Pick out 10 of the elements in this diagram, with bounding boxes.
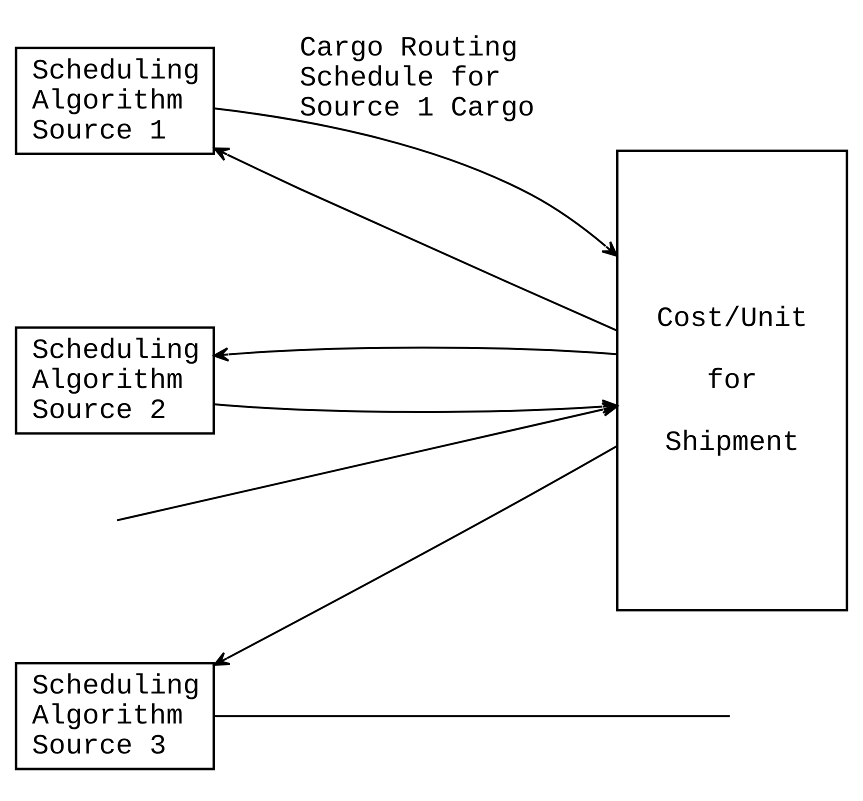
arrow [214, 444, 618, 666]
connector [214, 714, 730, 717]
arrow [214, 106, 618, 256]
arrow [213, 146, 618, 331]
node-box: Scheduling Algorithm Source 1 [14, 46, 215, 155]
edge-label: Cargo Routing Schedule for Source 1 Cargo [300, 32, 535, 124]
arrow [213, 346, 617, 362]
node-box: Scheduling Algorithm Source 2 [14, 326, 215, 434]
node-box: Scheduling Algorithm Source 3 [14, 661, 215, 770]
node-box: Cost/Unit for Shipment [616, 149, 848, 611]
